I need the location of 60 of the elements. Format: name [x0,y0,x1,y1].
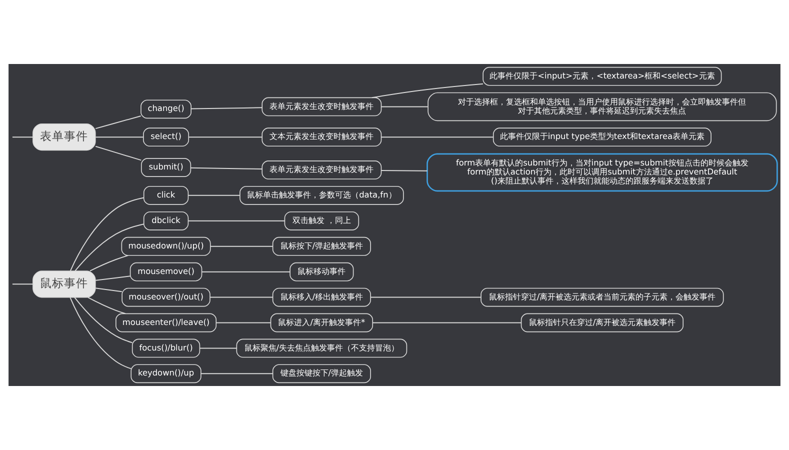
connector [95,115,142,130]
connector [199,348,238,349]
node-box: mouseenter()/leave() [116,313,217,332]
node-box: 鼠标指针只在穿过/离开被选元素触发事件 [520,313,684,332]
node-box: 鼠标按下/弹起触发事件 [272,236,371,256]
node-box: mouseover()/out() [122,288,210,307]
node-box: select() [143,128,190,147]
node-box: 文本元素发生改变时触发事件 [262,128,382,147]
connector [190,107,262,110]
node-box: 鼠标聚焦/失去焦点触发事件（不支持冒泡） [236,338,408,358]
node-box: 双击触发 ，同上 [284,211,360,230]
connector [371,83,484,98]
node-box: dbclick [143,211,189,230]
node-box: 鼠标单击触发事件，参数可选（data,fn） [240,186,404,205]
node-box: 对于选择框，复选框和单选按钮，当用户使用鼠标进行选择时，会立即触发事件但对于其他元素类型，事件将延迟到元素失去焦点 [428,92,777,122]
node-box: click [143,186,189,205]
connector [380,170,428,172]
node-box: 表单元素发生改变时触发事件 [262,97,382,116]
connector [190,167,263,170]
connector [370,296,482,298]
node-box: 表单元素发生改变时触发事件 [262,160,382,180]
node-box: mousedown()/up() [121,236,211,256]
connector [210,246,274,247]
connector [70,197,144,272]
connector [70,297,132,370]
node-box: 此事件仅限于<input>元素，<textarea>框和<select>元素 [482,66,722,86]
connector [74,296,133,344]
node-box: 鼠标指针穿过/离开被选元素或者当前元素的子元素，会触发事件 [480,288,724,307]
connector [380,136,494,138]
connector [87,296,126,314]
node-box: 此事件仅限于input type类型为text和textarea表单元素 [492,128,712,147]
connector [372,322,522,324]
node-box: 表单事件 [32,124,96,151]
node-box: focus()/blur() [132,338,200,358]
node-box: 键盘按键按下/弹起触发 [272,364,371,384]
node-box: keydown()/up [130,364,202,384]
connector [210,296,274,298]
connector [89,254,129,272]
connector [216,322,272,324]
connector [95,146,142,161]
node-box: 鼠标移动事件 [290,262,354,282]
connector [12,284,34,285]
connector [188,194,240,196]
connector [74,224,144,272]
node-box: change() [140,100,192,119]
connector [12,136,34,138]
node-box: submit() [140,158,192,177]
node-box: mousemove() [130,262,202,282]
node-box: 鼠标事件 [32,270,96,298]
connector [188,136,262,138]
node-box: form表单有默认的submit行为，当对input type=submit按钮点击的时候会触发form的默认action行为，此时可以调用submit方法通过e.preventDefault()来阻止默认事件，这样我们就能动态的跟服务端来发送数据了 [426,153,778,192]
connector [95,276,131,281]
connector [201,271,290,272]
connector [95,288,122,292]
node-box: 鼠标进入/离开触发事件* [270,313,374,332]
node-box: 鼠标移入/移出触发事件 [272,288,371,307]
connector [380,106,428,108]
connector [188,220,286,222]
connector [95,136,144,138]
connector [200,373,274,374]
